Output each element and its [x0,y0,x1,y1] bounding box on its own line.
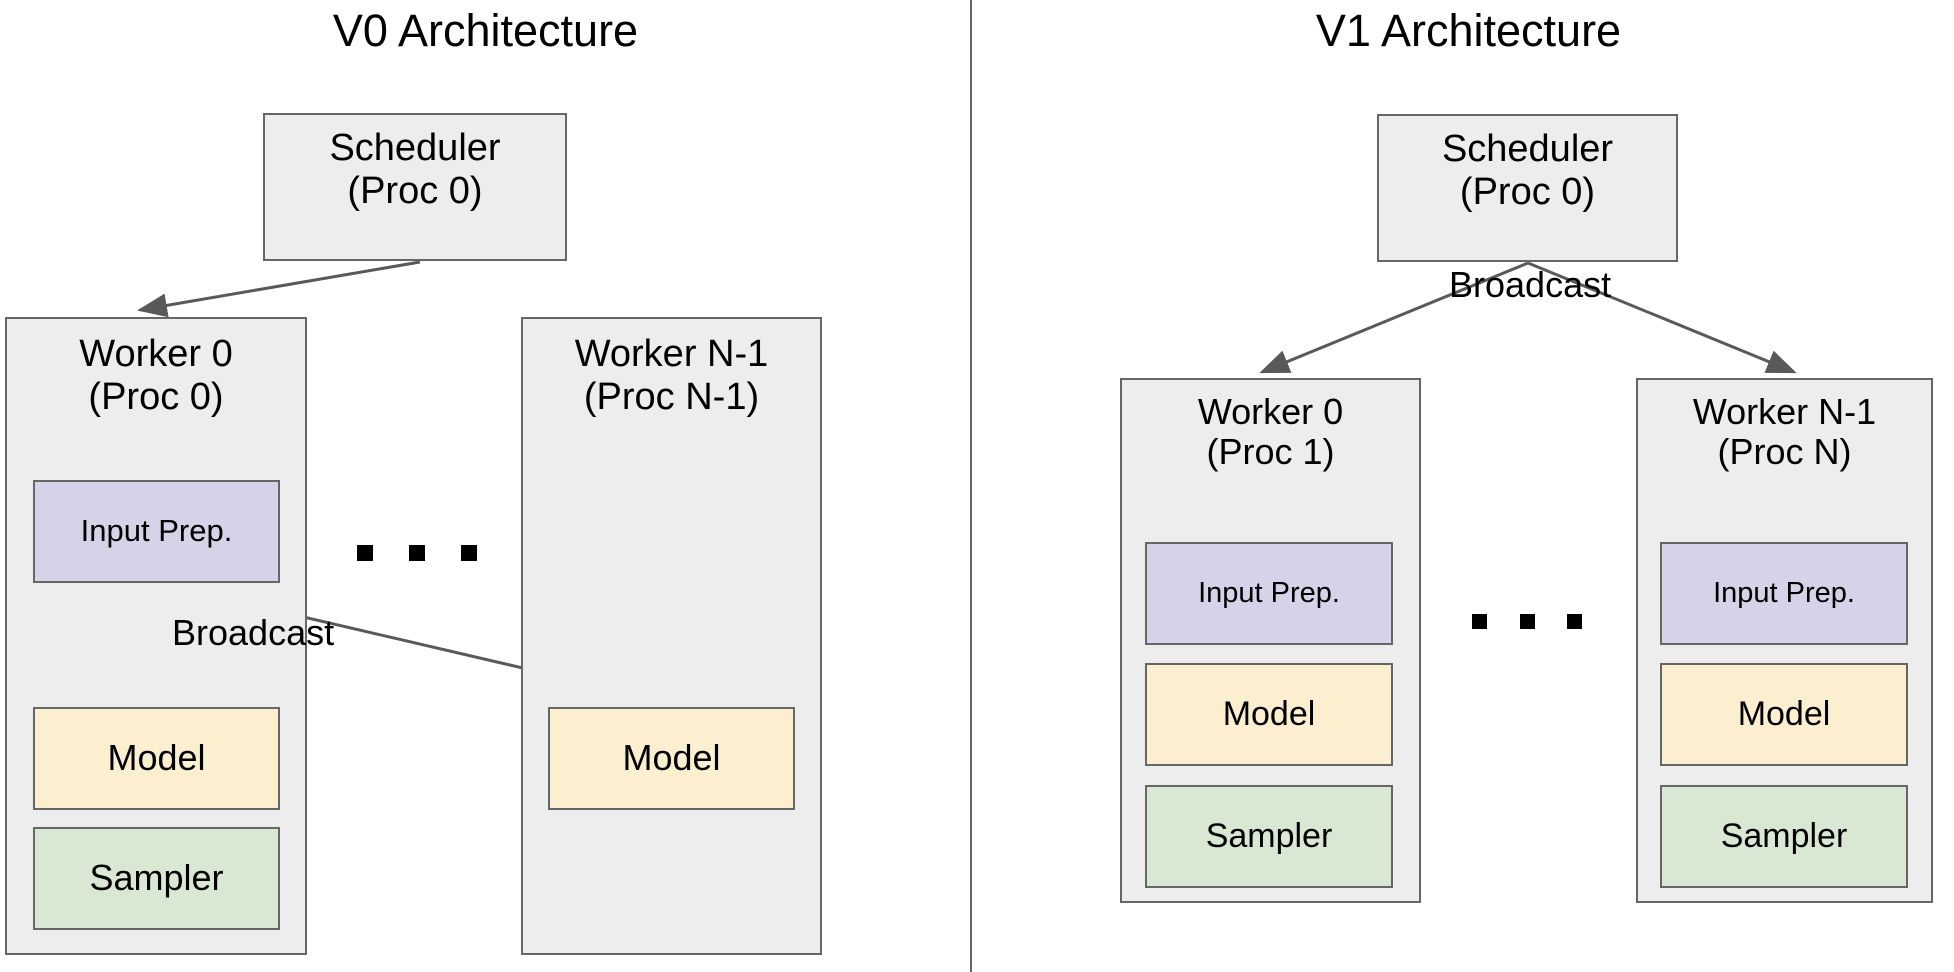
v1-worker-n1-input-prep-label: Input Prep. [1713,577,1855,610]
v1-worker-n1-model[interactable]: Model [1660,663,1908,766]
page-title-v0: V0 Architecture [332,5,639,56]
arrow-v0-scheduler-to-worker0 [137,260,421,318]
v0-worker-n1-model[interactable]: Model [548,707,795,810]
v0-worker-0-sampler[interactable]: Sampler [33,827,280,930]
v1-worker-0-title: Worker 0 (Proc 1) [1197,391,1344,473]
v0-worker-0-input-prep-label: Input Prep. [80,513,233,549]
v1-worker-0-sampler-label: Sampler [1205,817,1333,856]
v0-worker-0-model-label: Model [107,737,206,779]
v0-broadcast-label: Broadcast [172,612,335,653]
v1-worker-0-model-label: Model [1222,695,1316,734]
v1-scheduler-box[interactable]: Scheduler (Proc 0) [1377,114,1678,262]
page-title-v1: V1 Architecture [1315,5,1622,56]
v1-worker-0-sampler[interactable]: Sampler [1145,785,1393,888]
v1-ellipsis-icon [1472,614,1582,629]
v1-worker-n1-title: Worker N-1 (Proc N) [1692,391,1877,473]
v1-scheduler-label: Scheduler (Proc 0) [1441,128,1614,213]
v0-worker-n1-model-label: Model [622,737,721,779]
v0-worker-n1-box[interactable]: Worker N-1 (Proc N-1) [521,317,822,955]
v0-worker-0-sampler-label: Sampler [89,857,224,899]
v1-worker-n1-input-prep[interactable]: Input Prep. [1660,542,1908,645]
v0-worker-0-model[interactable]: Model [33,707,280,810]
v0-worker-0-input-prep[interactable]: Input Prep. [33,480,280,583]
v0-scheduler-label: Scheduler (Proc 0) [329,127,501,212]
v1-worker-n1-sampler[interactable]: Sampler [1660,785,1908,888]
v1-worker-0-input-prep-label: Input Prep. [1198,577,1340,610]
panel-divider [970,0,972,972]
v0-worker-0-title: Worker 0 (Proc 0) [79,333,233,418]
v1-worker-n1-sampler-label: Sampler [1720,817,1848,856]
v0-worker-n1-title: Worker N-1 (Proc N-1) [574,333,769,418]
v0-scheduler-box[interactable]: Scheduler (Proc 0) [263,113,567,261]
v1-worker-0-model[interactable]: Model [1145,663,1393,766]
v1-worker-0-input-prep[interactable]: Input Prep. [1145,542,1393,645]
v0-ellipsis-icon [357,545,477,561]
v1-broadcast-label: Broadcast [1449,264,1612,305]
v1-worker-n1-model-label: Model [1737,695,1831,734]
